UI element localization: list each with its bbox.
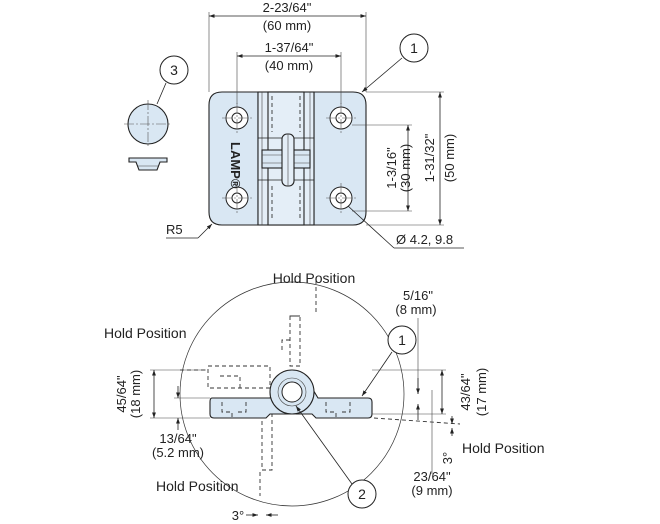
svg-text:3: 3: [170, 62, 178, 78]
mounting-hole-bottom-right: [326, 183, 356, 213]
corner-radius-label: R5: [166, 222, 183, 237]
svg-text:1: 1: [398, 332, 406, 348]
dim-overall-width-mm: (60 mm): [263, 18, 311, 33]
dim-vertical-hole-mm: (30 mm): [398, 144, 413, 192]
lamp-logo: LAMP®: [228, 142, 243, 189]
side-view: Hold Position Hold Position Hold Positio…: [104, 270, 545, 523]
hold-position-vertical-up: [281, 315, 301, 367]
hold-position-left-label: Hold Position: [104, 325, 187, 341]
angle-bottom-label: 3°: [232, 508, 244, 523]
callout-3: 3: [159, 55, 189, 85]
callout-1-top: 1: [399, 33, 429, 63]
dim-knuckle-mm: (9 mm): [411, 483, 452, 498]
mounting-hole-top-right: [326, 103, 356, 133]
dim-offset-in: 5/16": [403, 288, 433, 303]
dim-left-height-mm: (18 mm): [128, 370, 143, 418]
hole-diameter-label: Ø 4.2, 9.8: [396, 232, 453, 247]
cover-cap-top: [124, 100, 172, 148]
top-view: LAMP® 2-23/64" (60 mm) 1-37/64" (40 mm) …: [124, 0, 464, 249]
svg-text:1: 1: [410, 40, 418, 56]
callout-1-side: 1: [387, 325, 417, 355]
dim-overall-width-in: 2-23/64": [263, 0, 312, 15]
dim-left-height-in: 45/64": [114, 375, 129, 413]
callout-2: 2: [347, 479, 377, 509]
hold-position-horizontal-left: [207, 365, 271, 389]
rotation-arc: [179, 281, 405, 507]
angle-right-label: 3°: [440, 452, 455, 464]
hold-position-bottom-label: Hold Position: [156, 478, 239, 494]
hold-position-top-label: Hold Position: [273, 270, 356, 286]
dim-offset-mm: (8 mm): [395, 302, 436, 317]
dim-knuckle-in: 23/64": [413, 469, 451, 484]
dim-height-mm: (50 mm): [442, 134, 457, 182]
dim-right-height-in: 43/64": [458, 373, 473, 411]
dim-vertical-hole-in: 1-3/16": [384, 147, 399, 189]
dim-thickness-mm: (5.2 mm): [152, 445, 204, 460]
mounting-hole-bottom-left: [222, 183, 252, 213]
dim-thickness-in: 13/64": [159, 431, 197, 446]
cover-cap-side: [128, 157, 168, 171]
mounting-hole-top-left: [222, 103, 252, 133]
hold-position-vertical-down: [261, 413, 273, 471]
dim-right-height-mm: (17 mm): [474, 368, 489, 416]
dim-hole-spacing-mm: (40 mm): [265, 58, 313, 73]
dim-hole-spacing-in: 1-37/64": [265, 40, 314, 55]
hold-position-right-label: Hold Position: [462, 440, 545, 456]
svg-text:2: 2: [358, 486, 366, 502]
dim-height-in: 1-31/32": [422, 133, 437, 182]
side-left-leaf: [209, 387, 291, 419]
